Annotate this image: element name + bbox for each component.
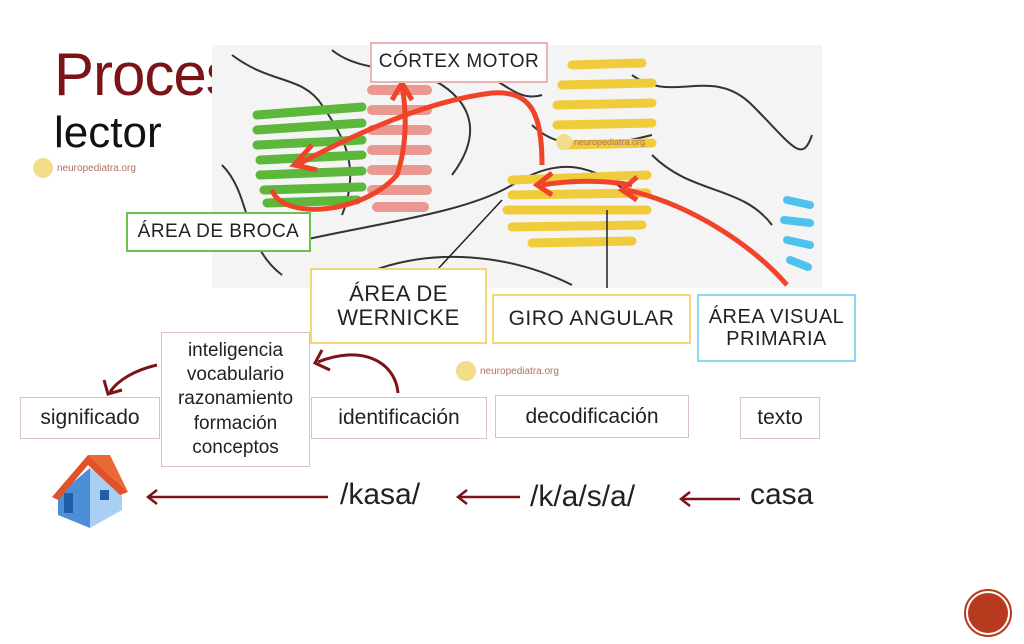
label-text: PRIMARIA xyxy=(726,328,827,350)
label-leader-lines xyxy=(436,199,608,288)
arrowhead xyxy=(312,349,331,372)
brain-logo-icon xyxy=(556,134,572,150)
label-text: CÓRTEX MOTOR xyxy=(378,51,540,73)
watermark-logo: neuropediatra.org xyxy=(33,158,136,178)
step-texto: texto xyxy=(740,397,820,439)
label-text: ÁREA VISUAL xyxy=(708,306,845,328)
phoneme-sequence: /k/a/s/a/ xyxy=(530,480,636,513)
cognition-item: vocabulario xyxy=(186,364,285,386)
written-word: casa xyxy=(750,478,814,511)
title-lector: lector xyxy=(54,108,162,157)
label-giro-angular: GIRO ANGULAR xyxy=(492,294,691,344)
phonological-form: /kasa/ xyxy=(340,478,421,511)
arrowhead xyxy=(455,489,468,505)
cognition-item: razonamiento xyxy=(177,388,294,410)
label-area-broca: ÁREA DE BROCA xyxy=(126,212,311,252)
step-decodificacion: decodificación xyxy=(495,395,689,438)
arrowhead xyxy=(145,489,158,505)
watermark-text: neuropediatra.org xyxy=(480,365,559,377)
label-text: ÁREA DE BROCA xyxy=(137,220,300,242)
cognition-item: inteligencia xyxy=(187,340,284,362)
brain-background xyxy=(212,45,822,288)
slide-nav-button[interactable] xyxy=(964,589,1012,637)
cognition-box: inteligencia vocabulario razonamiento fo… xyxy=(161,332,310,467)
visual-area-highlight xyxy=(780,196,814,271)
cognition-item: formación xyxy=(193,412,278,434)
brain-logo-icon xyxy=(33,158,53,178)
curved-arrow-significado xyxy=(108,363,158,393)
step-text: identificación xyxy=(338,406,460,430)
step-text: decodificación xyxy=(525,404,659,428)
label-cortex-motor: CÓRTEX MOTOR xyxy=(370,42,548,83)
arrowhead xyxy=(678,491,691,507)
label-text: ÁREA DE xyxy=(349,280,448,306)
step-text: significado xyxy=(40,406,140,430)
step-identificacion: identificación xyxy=(311,397,487,439)
watermark-text: neuropediatra.org xyxy=(574,137,645,147)
label-text: GIRO ANGULAR xyxy=(508,307,675,331)
brain-logo-icon xyxy=(456,361,476,381)
watermark-logo: neuropediatra.org xyxy=(456,361,559,381)
watermark-text: neuropediatra.org xyxy=(57,162,136,174)
cognition-item: conceptos xyxy=(192,436,279,458)
curved-arrow-identification xyxy=(317,353,400,394)
pathway-arrows xyxy=(269,78,789,287)
step-text: texto xyxy=(757,406,803,430)
label-text: WERNICKE xyxy=(337,305,460,330)
arrowhead xyxy=(102,379,123,396)
house-icon xyxy=(52,455,128,528)
brain-illustration: neuropediatra.org xyxy=(212,45,822,288)
step-significado: significado xyxy=(20,397,160,439)
